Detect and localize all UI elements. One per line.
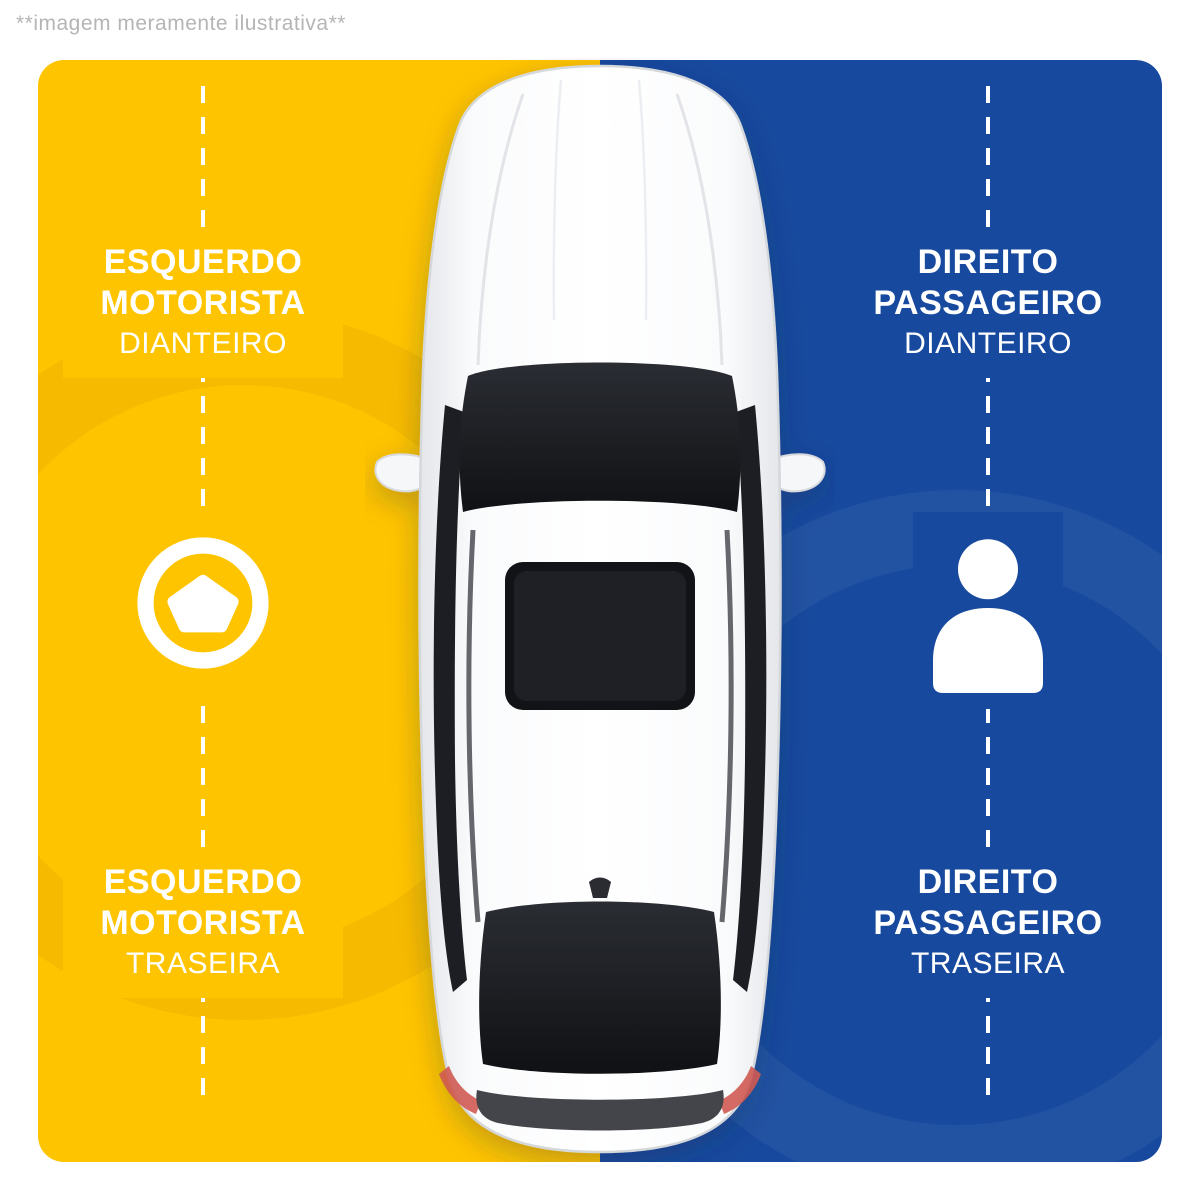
disclaimer-text: **imagem meramente ilustrativa**: [16, 12, 346, 35]
label-line: MOTORISTA: [100, 904, 306, 942]
label-line: PASSAGEIRO: [873, 904, 1103, 942]
label-line: TRASEIRA: [910, 947, 1066, 980]
label-line: PASSAGEIRO: [873, 284, 1103, 322]
steering-wheel-icon: [128, 512, 278, 694]
person-icon: [913, 512, 1063, 709]
label-line: DIANTEIRO: [119, 327, 287, 360]
label-line: ESQUERDO: [103, 243, 303, 281]
driver-front-label: ESQUERDO MOTORISTA DIANTEIRO: [63, 228, 343, 378]
label-line: TRASEIRA: [125, 947, 281, 980]
passenger-front-label: DIREITO PASSAGEIRO DIANTEIRO: [848, 228, 1128, 378]
passenger-rear-label: DIREITO PASSAGEIRO TRASEIRA: [848, 848, 1128, 998]
label-line: MOTORISTA: [100, 284, 306, 322]
driver-rear-label: ESQUERDO MOTORISTA TRASEIRA: [63, 848, 343, 998]
car-top-view: [374, 64, 826, 1154]
label-line: DIREITO: [917, 863, 1059, 901]
label-line: DIREITO: [917, 243, 1059, 281]
label-line: ESQUERDO: [103, 863, 303, 901]
label-line: DIANTEIRO: [904, 327, 1072, 360]
